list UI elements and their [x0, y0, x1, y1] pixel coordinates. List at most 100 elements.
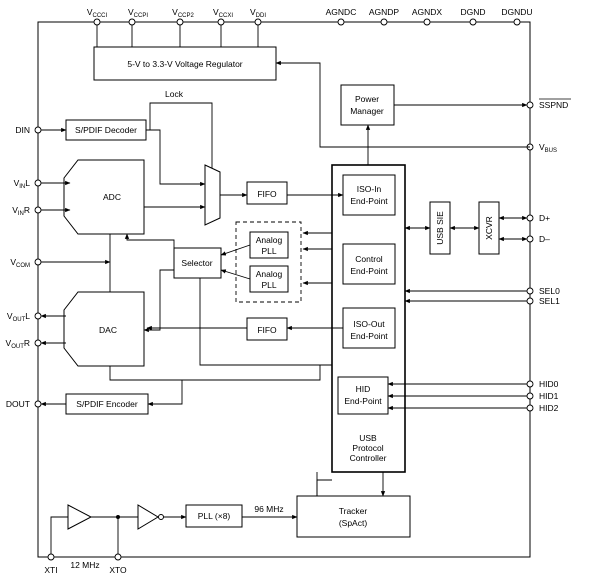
svg-text:PLL: PLL — [261, 280, 276, 290]
svg-text:AGNDP: AGNDP — [369, 7, 400, 17]
spdif-encoder: S/PDIF Encoder — [65, 393, 149, 415]
svg-text:SEL1: SEL1 — [539, 296, 560, 306]
buffer-2 — [137, 504, 159, 530]
control-endpoint: Control End-Point — [342, 243, 396, 285]
svg-text:VOUTL: VOUTL — [7, 311, 30, 323]
svg-text:XCVR: XCVR — [484, 216, 494, 240]
pin-vddi[interactable]: VDDI — [250, 7, 266, 47]
svg-text:VINR: VINR — [12, 205, 30, 217]
fifo-out: FIFO — [246, 317, 288, 341]
pin-dgnd[interactable]: DGND — [460, 7, 486, 26]
buffer-2-bubble — [158, 514, 164, 520]
svg-text:HID: HID — [356, 384, 371, 394]
svg-text:Analog: Analog — [256, 235, 283, 245]
svg-text:VOUTR: VOUTR — [6, 338, 30, 350]
pin-dout[interactable]: DOUT — [6, 399, 42, 409]
svg-text:USB: USB — [359, 433, 377, 443]
iso-out-endpoint: ISO-Out End-Point — [342, 307, 396, 349]
svg-text:FIFO: FIFO — [257, 325, 277, 335]
pin-din[interactable]: DIN — [15, 125, 42, 135]
pin-vccp2[interactable]: VCCP2 — [172, 7, 194, 47]
svg-text:DGNDU: DGNDU — [501, 7, 532, 17]
svg-text:(SpAct): (SpAct) — [339, 518, 368, 528]
svg-text:PLL (×8): PLL (×8) — [198, 511, 231, 521]
usb-sie: USB SIE — [429, 201, 451, 255]
pin-sel1[interactable]: SEL1 — [526, 296, 560, 306]
svg-text:ISO-In: ISO-In — [357, 184, 382, 194]
svg-text:VBUS: VBUS — [539, 142, 557, 154]
pin-vccxi[interactable]: VCCXI — [213, 7, 233, 47]
pin-vin-l[interactable]: VINL — [14, 178, 42, 190]
pin-dgndu[interactable]: DGNDU — [501, 7, 533, 26]
freq-12mhz-label: 12 MHz — [70, 560, 99, 570]
pin-sspnd[interactable]: SSPND — [526, 98, 571, 110]
svg-text:5-V to 3.3-V Voltage Regulator: 5-V to 3.3-V Voltage Regulator — [127, 59, 242, 69]
lock-label: Lock — [165, 89, 184, 99]
pin-vbus[interactable]: VBUS — [526, 142, 557, 154]
pin-vin-r[interactable]: VINR — [12, 205, 42, 217]
tracker: Tracker (SpAct) — [296, 495, 411, 538]
pin-vccpi[interactable]: VCCPI — [128, 7, 148, 47]
pin-vcom[interactable]: VCOM — [10, 257, 42, 269]
svg-text:D+: D+ — [539, 213, 550, 223]
iso-in-endpoint: ISO-In End-Point — [342, 174, 396, 216]
svg-text:HID2: HID2 — [539, 403, 559, 413]
pin-vout-l[interactable]: VOUTL — [7, 311, 42, 323]
svg-text:DIN: DIN — [15, 125, 30, 135]
svg-text:Analog: Analog — [256, 269, 283, 279]
svg-text:HID1: HID1 — [539, 391, 559, 401]
analog-pll-group — [235, 221, 302, 303]
mux — [204, 164, 221, 226]
svg-text:VCCXI: VCCXI — [213, 7, 233, 19]
svg-text:Protocol: Protocol — [352, 443, 383, 453]
svg-text:Manager: Manager — [350, 106, 384, 116]
svg-text:VDDI: VDDI — [250, 7, 266, 19]
power-manager: Power Manager — [340, 84, 395, 126]
svg-text:VCCCI: VCCCI — [87, 7, 108, 19]
svg-text:VINL: VINL — [14, 178, 31, 190]
top-pins: VCCCI VCCPI VCCP2 VCCXI VDDI AGNDC — [87, 7, 533, 48]
svg-text:PLL: PLL — [261, 246, 276, 256]
svg-text:End-Point: End-Point — [350, 266, 388, 276]
svg-text:XTO: XTO — [109, 565, 127, 575]
svg-text:USB SIE: USB SIE — [435, 211, 445, 245]
freq-96mhz-label: 96 MHz — [254, 504, 283, 514]
pin-vout-r[interactable]: VOUTR — [6, 338, 42, 350]
svg-text:VCOM: VCOM — [10, 257, 30, 269]
svg-text:AGNDC: AGNDC — [326, 7, 357, 17]
fifo-in: FIFO — [246, 181, 288, 205]
buffer-1 — [67, 504, 93, 530]
svg-text:Control: Control — [355, 254, 383, 264]
svg-text:S/PDIF Encoder: S/PDIF Encoder — [76, 399, 138, 409]
pin-xto[interactable]: XTO — [109, 553, 127, 575]
svg-text:VCCPI: VCCPI — [128, 7, 148, 19]
pin-agndp[interactable]: AGNDP — [369, 7, 400, 26]
svg-text:ISO-Out: ISO-Out — [353, 319, 385, 329]
svg-text:VCCP2: VCCP2 — [172, 7, 194, 19]
pin-hid2[interactable]: HID2 — [526, 403, 559, 413]
analog-pll-1: Analog PLL — [249, 231, 289, 259]
svg-text:ADC: ADC — [103, 192, 121, 202]
svg-text:FIFO: FIFO — [257, 189, 277, 199]
svg-text:XTI: XTI — [44, 565, 57, 575]
pin-vccci[interactable]: VCCCI — [87, 7, 108, 47]
pin-sel0[interactable]: SEL0 — [526, 286, 560, 296]
pin-hid1[interactable]: HID1 — [526, 391, 559, 401]
svg-text:DOUT: DOUT — [6, 399, 30, 409]
pin-agndc[interactable]: AGNDC — [326, 7, 357, 26]
pin-hid0[interactable]: HID0 — [526, 379, 559, 389]
adc-block: ADC — [63, 159, 145, 235]
svg-text:Tracker: Tracker — [339, 506, 368, 516]
xcvr: XCVR — [478, 201, 500, 255]
pin-agndx[interactable]: AGNDX — [412, 7, 443, 26]
svg-text:SSPND: SSPND — [539, 100, 568, 110]
svg-text:DAC: DAC — [99, 325, 117, 335]
analog-pll-2: Analog PLL — [249, 265, 289, 293]
svg-text:AGNDX: AGNDX — [412, 7, 443, 17]
svg-text:Power: Power — [355, 94, 379, 104]
svg-text:DGND: DGND — [460, 7, 485, 17]
svg-text:Controller: Controller — [350, 453, 387, 463]
svg-text:SEL0: SEL0 — [539, 286, 560, 296]
svg-text:End-Point: End-Point — [350, 331, 388, 341]
